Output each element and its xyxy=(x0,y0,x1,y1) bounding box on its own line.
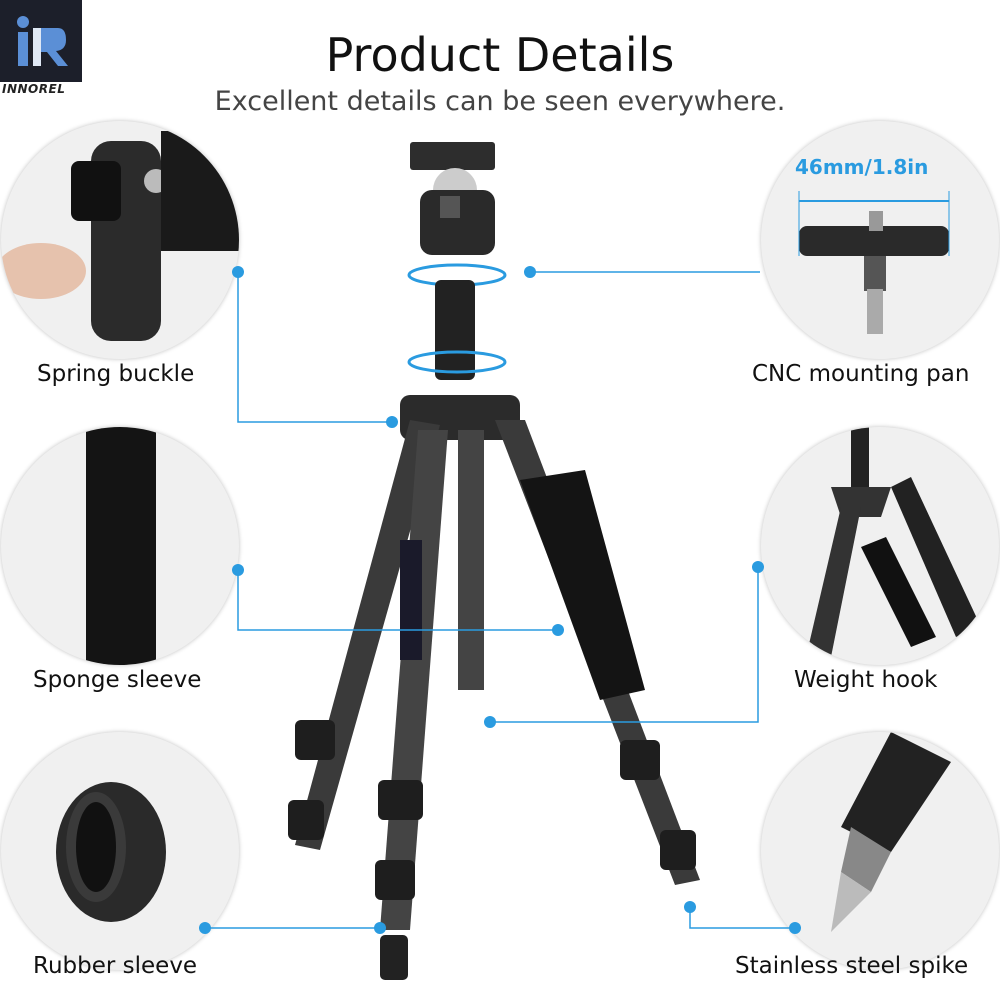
connector-dot xyxy=(374,922,386,934)
page-subtitle: Excellent details can be seen everywhere… xyxy=(214,86,786,117)
brand-name: INNOREL xyxy=(2,82,66,96)
logo-mark-icon xyxy=(17,16,68,66)
connector-dot xyxy=(552,624,564,636)
detail-image-rubber-sleeve xyxy=(1,732,239,970)
detail-image-spring-buckle xyxy=(1,121,239,359)
connector-dot xyxy=(524,266,536,278)
connector-dot xyxy=(752,561,764,573)
connector-dot xyxy=(484,716,496,728)
label-rubber-sleeve: Rubber sleeve xyxy=(33,953,198,979)
label-stainless-steel-spike: Stainless steel spike xyxy=(735,953,969,979)
detail-image-cnc-mounting-pan xyxy=(761,121,999,359)
detail-image-sponge-sleeve xyxy=(1,427,239,665)
dimension-label: 46mm/1.8in xyxy=(795,155,929,179)
connector-lines xyxy=(205,271,795,929)
detail-image-weight-hook xyxy=(761,427,999,665)
connector-dot xyxy=(232,266,244,278)
connector-dot xyxy=(386,416,398,428)
label-cnc-mounting-pan: CNC mounting pan xyxy=(752,361,970,387)
brand-logo xyxy=(0,0,82,82)
connector-dot xyxy=(232,564,244,576)
label-weight-hook: Weight hook xyxy=(794,667,938,693)
connector-dot xyxy=(789,922,801,934)
label-spring-buckle: Spring buckle xyxy=(37,361,195,387)
detail-image-stainless-steel-spike xyxy=(761,732,999,970)
page-title: Product Details xyxy=(325,28,675,82)
connector-dot xyxy=(684,901,696,913)
label-sponge-sleeve: Sponge sleeve xyxy=(33,667,202,693)
connector-dot xyxy=(199,922,211,934)
